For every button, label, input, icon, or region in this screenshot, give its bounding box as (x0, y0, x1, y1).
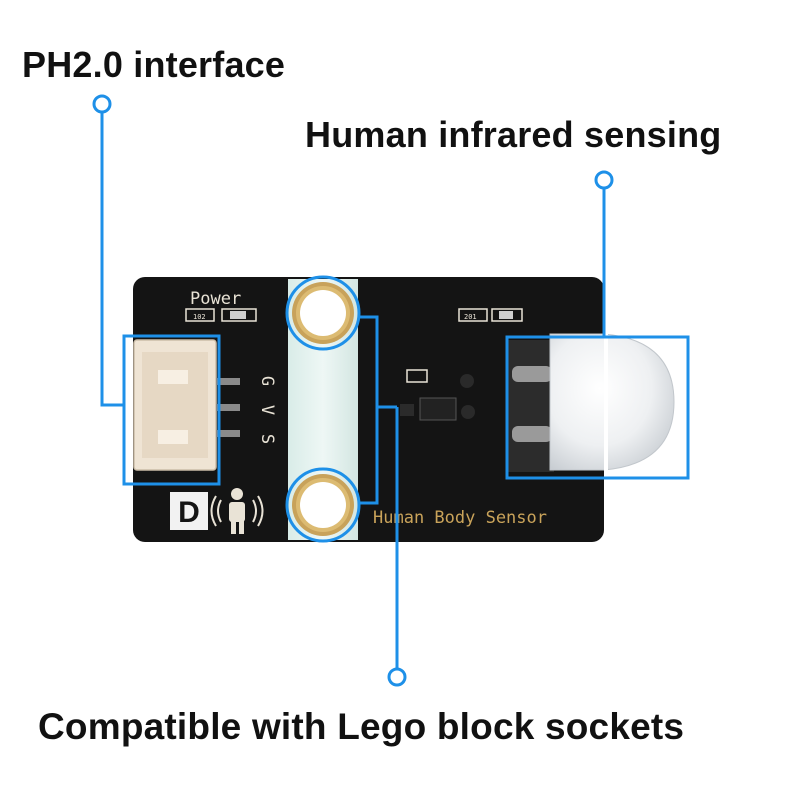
mounting-hole-top (292, 282, 354, 344)
chip-small (400, 404, 414, 416)
component-pad-body (499, 311, 513, 319)
via-2 (461, 405, 475, 419)
chip (419, 397, 457, 421)
resistor-2 (458, 308, 488, 322)
pin-label-v: V (257, 405, 277, 415)
brand-logo: D (170, 492, 208, 530)
lego-compatible-label: Compatible with Lego block sockets (38, 706, 685, 747)
lego-callout-line (359, 315, 407, 687)
pin-label-g: G (257, 376, 277, 386)
via-1 (460, 374, 474, 388)
power-led-body (230, 311, 246, 319)
component-pad (491, 308, 523, 322)
ph20-interface-label: PH2.0 interface (22, 44, 286, 85)
resistor-code-1: 102 (193, 313, 206, 321)
logo-letter: D (178, 496, 200, 529)
mounting-hole-bottom (292, 474, 354, 536)
lego-hole-highlight-bottom (285, 467, 361, 543)
pin-label-s: S (257, 434, 277, 444)
capacitor (406, 369, 428, 383)
pcb-board: Power 102 G V S D (133, 277, 675, 542)
resistor-1 (185, 308, 215, 322)
pir-highlight-box (505, 335, 690, 480)
connector-icon (133, 339, 240, 471)
lego-hole-highlight-top (285, 275, 361, 351)
person-wave-icon (210, 488, 264, 534)
pcb-body (133, 277, 604, 542)
resistor-code-2: 201 (464, 313, 477, 321)
pir-dome-icon (508, 330, 675, 472)
human-infrared-label: Human infrared sensing (305, 114, 722, 155)
ph20-callout-line (92, 94, 124, 407)
infrared-callout-line (594, 170, 614, 337)
connector-highlight-box (122, 334, 221, 486)
product-name: Human Body Sensor (373, 508, 547, 528)
power-led (221, 308, 257, 322)
power-label: Power (190, 289, 241, 309)
